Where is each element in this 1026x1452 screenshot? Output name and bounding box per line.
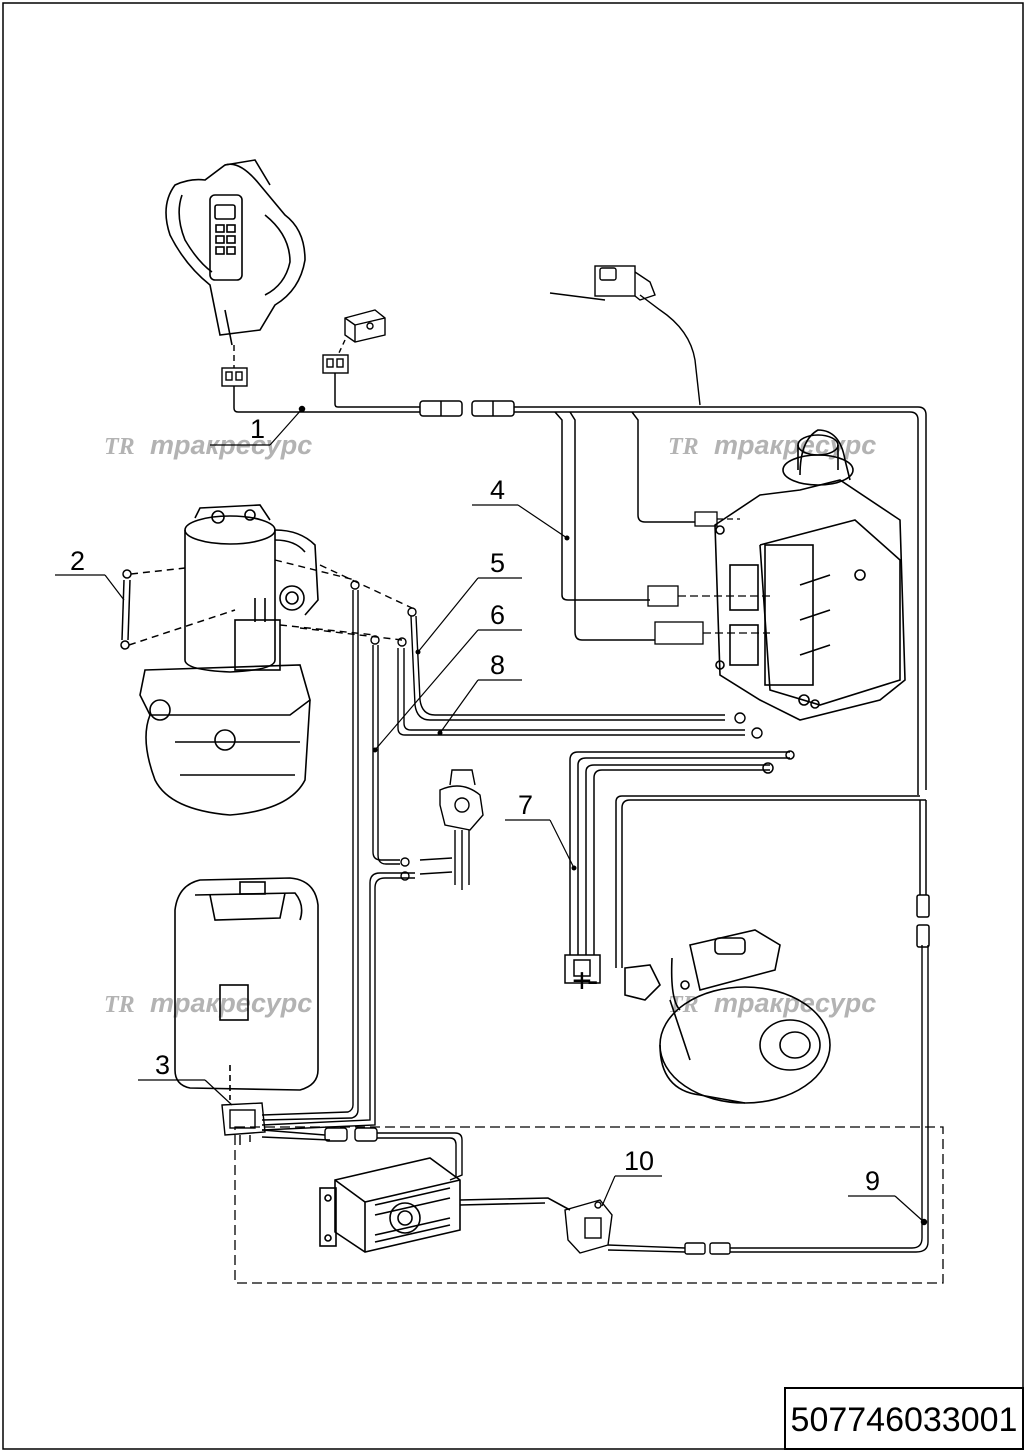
cable-2 <box>120 567 236 650</box>
svg-text:10: 10 <box>624 1146 654 1176</box>
watermark-3: TR тракресурс <box>104 988 312 1018</box>
hydraulic-pump-unit <box>139 504 319 816</box>
callout-8: 8 <box>437 650 522 736</box>
cables-5-6-8 <box>261 559 763 1131</box>
part-number: 507746033001 <box>791 1401 1018 1439</box>
junction-block <box>322 309 386 374</box>
harness-1 <box>233 373 927 795</box>
callout-6: 6 <box>372 600 522 753</box>
motor-controller <box>714 429 906 721</box>
connector-plus-mark: + <box>572 962 592 1000</box>
svg-text:тракресурс: тракресурс <box>714 430 876 460</box>
micro-switch <box>549 265 701 406</box>
connector-3 <box>221 1102 463 1181</box>
svg-text:7: 7 <box>518 790 533 820</box>
svg-text:TR: TR <box>104 992 135 1018</box>
part-number-box: 507746033001 <box>784 1387 1024 1450</box>
optional-kit-boundary <box>234 1126 944 1284</box>
svg-text:8: 8 <box>490 650 505 680</box>
svg-text:тракресурс: тракресурс <box>150 988 312 1018</box>
controller-connector-mid <box>647 585 770 607</box>
callout-4: 4 <box>472 475 570 541</box>
tiller-head <box>165 159 306 346</box>
svg-text:4: 4 <box>490 475 505 505</box>
on-board-charger <box>319 1157 571 1253</box>
harness-9 <box>916 800 930 1226</box>
callout-7: 7 <box>505 790 577 871</box>
svg-text:9: 9 <box>865 1166 880 1196</box>
controller-connector-small <box>694 511 740 527</box>
callout-3: 3 <box>138 1050 233 1106</box>
tiller-connector <box>221 345 248 387</box>
svg-text:1: 1 <box>250 414 265 444</box>
svg-text:TR: TR <box>668 434 699 460</box>
svg-text:TR: TR <box>104 434 135 460</box>
controller-connector-large <box>654 621 770 645</box>
watermark-4: TR тракресурс <box>668 988 876 1018</box>
svg-text:6: 6 <box>490 600 505 630</box>
connector-minus-mark: - <box>587 962 598 1000</box>
watermark-1: TR тракресурс <box>104 430 312 460</box>
svg-text:тракресурс: тракресурс <box>714 988 876 1018</box>
harness-7 <box>564 750 926 984</box>
callout-9: 9 <box>848 1166 925 1223</box>
callout-2: 2 <box>55 546 125 601</box>
watermark-2: TR тракресурс <box>668 430 876 460</box>
callout-5: 5 <box>415 548 522 655</box>
svg-text:2: 2 <box>70 546 85 576</box>
svg-text:5: 5 <box>490 548 505 578</box>
battery-disconnect <box>419 769 484 890</box>
svg-text:3: 3 <box>155 1050 170 1080</box>
charger-module <box>174 877 319 1100</box>
traction-motor <box>624 929 831 1104</box>
callout-1: 1 <box>210 408 303 446</box>
callout-10: 10 <box>601 1146 662 1207</box>
connector-10 <box>564 945 929 1255</box>
